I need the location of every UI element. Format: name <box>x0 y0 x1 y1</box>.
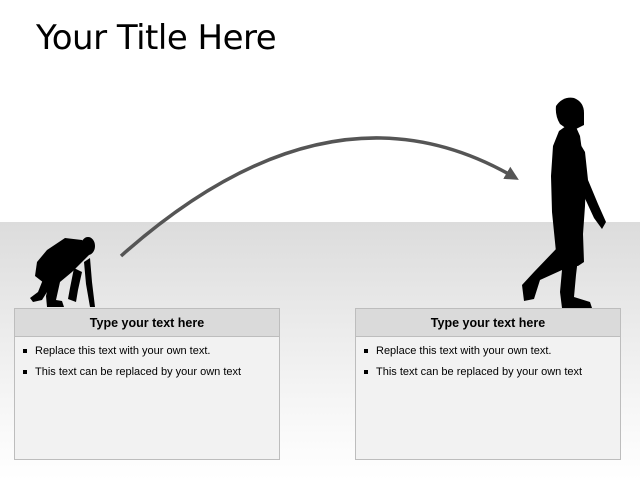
panel-right-bullet: This text can be replaced by your own te… <box>364 366 620 379</box>
slide-title: Your Title Here <box>36 18 277 58</box>
panel-left: Type your text here Replace this text wi… <box>14 308 280 460</box>
panel-right-list: Replace this text with your own text. Th… <box>356 337 620 379</box>
ape-silhouette-icon <box>30 237 95 307</box>
panel-left-bullet: This text can be replaced by your own te… <box>23 366 279 379</box>
curved-arrow-icon <box>119 136 519 258</box>
panel-left-bullet: Replace this text with your own text. <box>23 345 279 358</box>
panel-right-heading: Type your text here <box>356 309 620 337</box>
panel-right: Type your text here Replace this text wi… <box>355 308 621 460</box>
panel-left-heading: Type your text here <box>15 309 279 337</box>
human-silhouette-icon <box>522 97 606 308</box>
panel-left-list: Replace this text with your own text. Th… <box>15 337 279 379</box>
panel-right-bullet: Replace this text with your own text. <box>364 345 620 358</box>
